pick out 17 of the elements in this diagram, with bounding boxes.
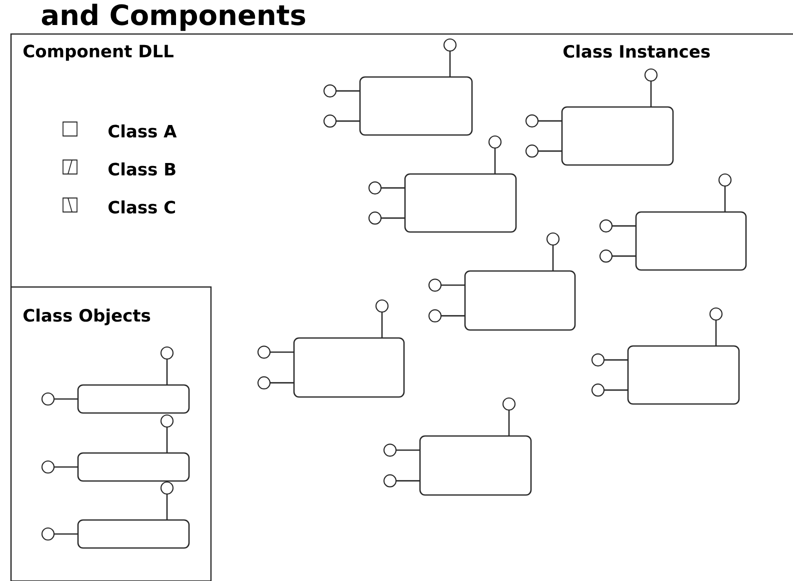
component-box xyxy=(383,397,532,496)
component-box xyxy=(368,135,517,233)
legend-label: Class C xyxy=(108,200,175,214)
title: and Components xyxy=(42,4,306,31)
component-box xyxy=(41,414,190,482)
label: Class Instances xyxy=(564,44,710,58)
component-box xyxy=(428,232,576,331)
legend-label: Class B xyxy=(108,162,176,176)
component-box xyxy=(599,173,747,271)
panel: Class Objects xyxy=(11,286,212,581)
component-box xyxy=(323,38,473,136)
component-box xyxy=(525,68,674,166)
component-box xyxy=(41,346,190,414)
component-box xyxy=(257,299,405,398)
legend-label: Class A xyxy=(108,124,177,138)
component-box xyxy=(591,307,740,405)
component-box xyxy=(41,481,190,549)
